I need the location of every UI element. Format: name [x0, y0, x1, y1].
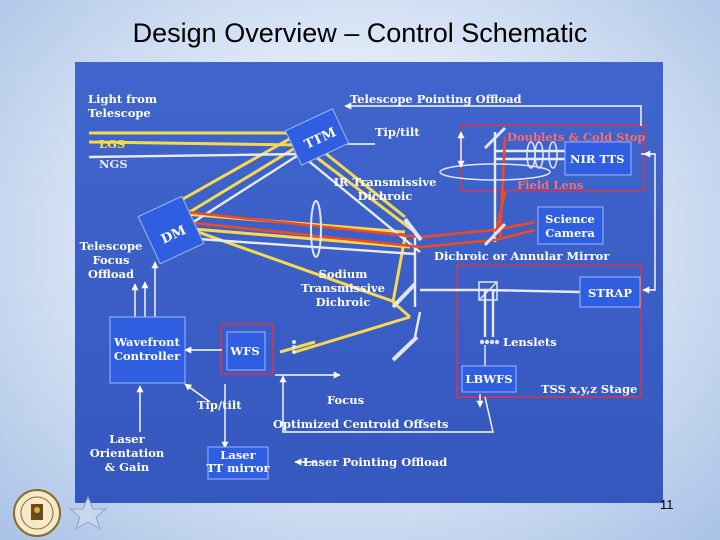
- strap-box: [579, 276, 641, 308]
- schematic-panel: [75, 62, 663, 503]
- doublet-lens-3: [548, 141, 558, 169]
- lgs-label: LGS: [99, 137, 125, 151]
- focus-label: Focus: [327, 393, 364, 407]
- nir-tts-label: NIR TTS: [570, 152, 624, 166]
- laser-pointing-offload-label: Laser Pointing Offload: [303, 455, 447, 469]
- wfs-label: WFS: [229, 344, 259, 358]
- lower-fold-mirror: [391, 335, 419, 362]
- strap-label: STRAP: [588, 286, 632, 300]
- tss-stage-region: [456, 264, 642, 398]
- cold-stop-mirror: [483, 126, 507, 150]
- science-camera-box: [537, 206, 604, 245]
- lenslet-array: [479, 339, 500, 345]
- dm-box: [137, 195, 205, 265]
- field-lens-label: Field Lens: [517, 178, 584, 192]
- wfs-box: [226, 331, 266, 371]
- telescope-pointing-offload-line: [344, 102, 642, 126]
- page-number: 11: [660, 497, 674, 512]
- component-boxes: [109, 108, 641, 480]
- nir-tts-box: [564, 141, 632, 176]
- optimized-centroid-line: [279, 375, 494, 433]
- ir-dichroic-mirror: [403, 217, 423, 242]
- optimized-centroid-offsets-label: Optimized Centroid Offsets: [273, 417, 449, 431]
- wfs-region: [220, 323, 274, 375]
- telescope-pointing-offload-label: Telescope Pointing Offload: [350, 92, 522, 106]
- lbwfs-box: [461, 365, 517, 393]
- ttm-box: [284, 108, 350, 166]
- ngs-label: NGS: [99, 157, 128, 171]
- strap-beamsplitter: [478, 281, 498, 301]
- tip-tilt-top-label: Tip/tilt: [375, 125, 420, 139]
- dichroic-annular-mirror: [483, 222, 507, 247]
- lenslets-label: Lenslets: [503, 335, 557, 349]
- tss-stage-label: TSS x,y,z Stage: [541, 382, 637, 396]
- optical-elements: [292, 126, 558, 367]
- lbwfs-label: LBWFS: [465, 372, 512, 386]
- tip-tilt-bottom-line: [184, 383, 211, 403]
- field-lens: [439, 163, 551, 181]
- ir-dichroic-lens: [310, 200, 322, 258]
- tip-tilt-bottom-label: Tip/tilt: [197, 398, 242, 412]
- wavefront-controller-box: [109, 316, 186, 384]
- dichroic-or-annular-mirror-label: Dichroic or Annular Mirror: [434, 249, 610, 263]
- red-beams: [184, 136, 536, 249]
- star-emblem-logo: [68, 495, 108, 531]
- doublet-lens-2: [534, 141, 544, 169]
- doublets-cold-stop-label: Doublets & Cold Stop: [507, 130, 645, 144]
- wfs-lenslet-array: [292, 340, 296, 354]
- slide-title: Design Overview – Control Schematic: [132, 18, 588, 48]
- university-seal-logo: [13, 489, 61, 537]
- laser-tt-mirror-box: [207, 446, 269, 480]
- sodium-dichroic-mirror: [391, 282, 417, 309]
